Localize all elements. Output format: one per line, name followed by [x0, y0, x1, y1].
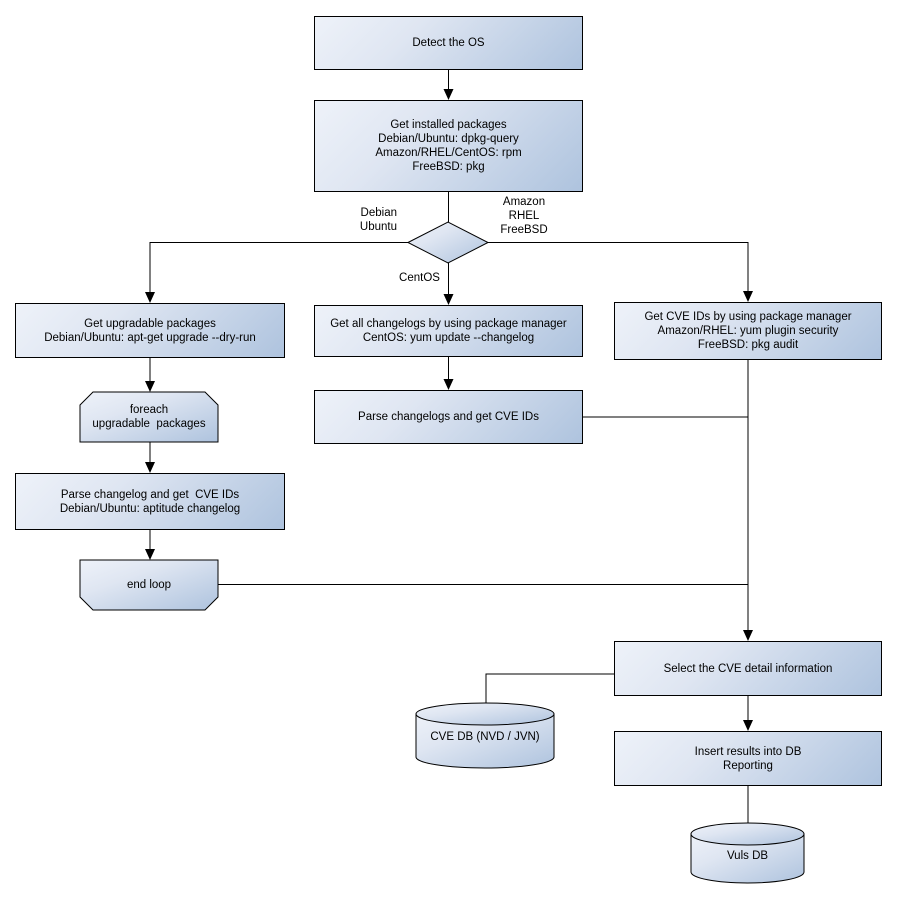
foreach-loop-shape — [79, 391, 219, 443]
node-get-installed-packages: Get installed packages Debian/Ubuntu: dp… — [314, 100, 583, 192]
node-parse-changelogs-mid: Parse changelogs and get CVE IDs — [314, 390, 583, 444]
vuls-db-label: Vuls DB — [726, 850, 769, 862]
node-get-all-changelogs: Get all changelogs by using package mana… — [314, 305, 583, 357]
node-get-cve-ids: Get CVE IDs by using package manager Ama… — [614, 302, 882, 360]
edge-label-centos: CentOS — [399, 272, 440, 284]
edge-label-debian-ubuntu: Debian Ubuntu — [359, 207, 397, 233]
end-loop-shape — [79, 559, 219, 611]
arrowheads — [145, 89, 753, 731]
node-parse-changelog-left: Parse changelog and get CVE IDs Debian/U… — [15, 473, 285, 530]
cve-db-label: CVE DB (NVD / JVN) — [430, 731, 540, 743]
connector-lines — [149, 70, 749, 823]
node-detect-os: Detect the OS — [314, 16, 583, 70]
foreach-loop-label: foreach upgradable packages — [92, 404, 206, 430]
vuls-db-cylinder — [690, 822, 805, 884]
os-decision-diamond — [406, 221, 490, 264]
end-loop-label: end loop — [126, 579, 172, 591]
node-insert-results: Insert results into DB Reporting — [614, 731, 882, 786]
node-get-upgradable-packages: Get upgradable packages Debian/Ubuntu: a… — [15, 303, 285, 358]
edge-label-amazon-rhel-freebsd: Amazon RHEL FreeBSD — [500, 196, 548, 236]
node-select-cve-detail: Select the CVE detail information — [614, 641, 882, 696]
cve-db-cylinder — [415, 702, 555, 769]
